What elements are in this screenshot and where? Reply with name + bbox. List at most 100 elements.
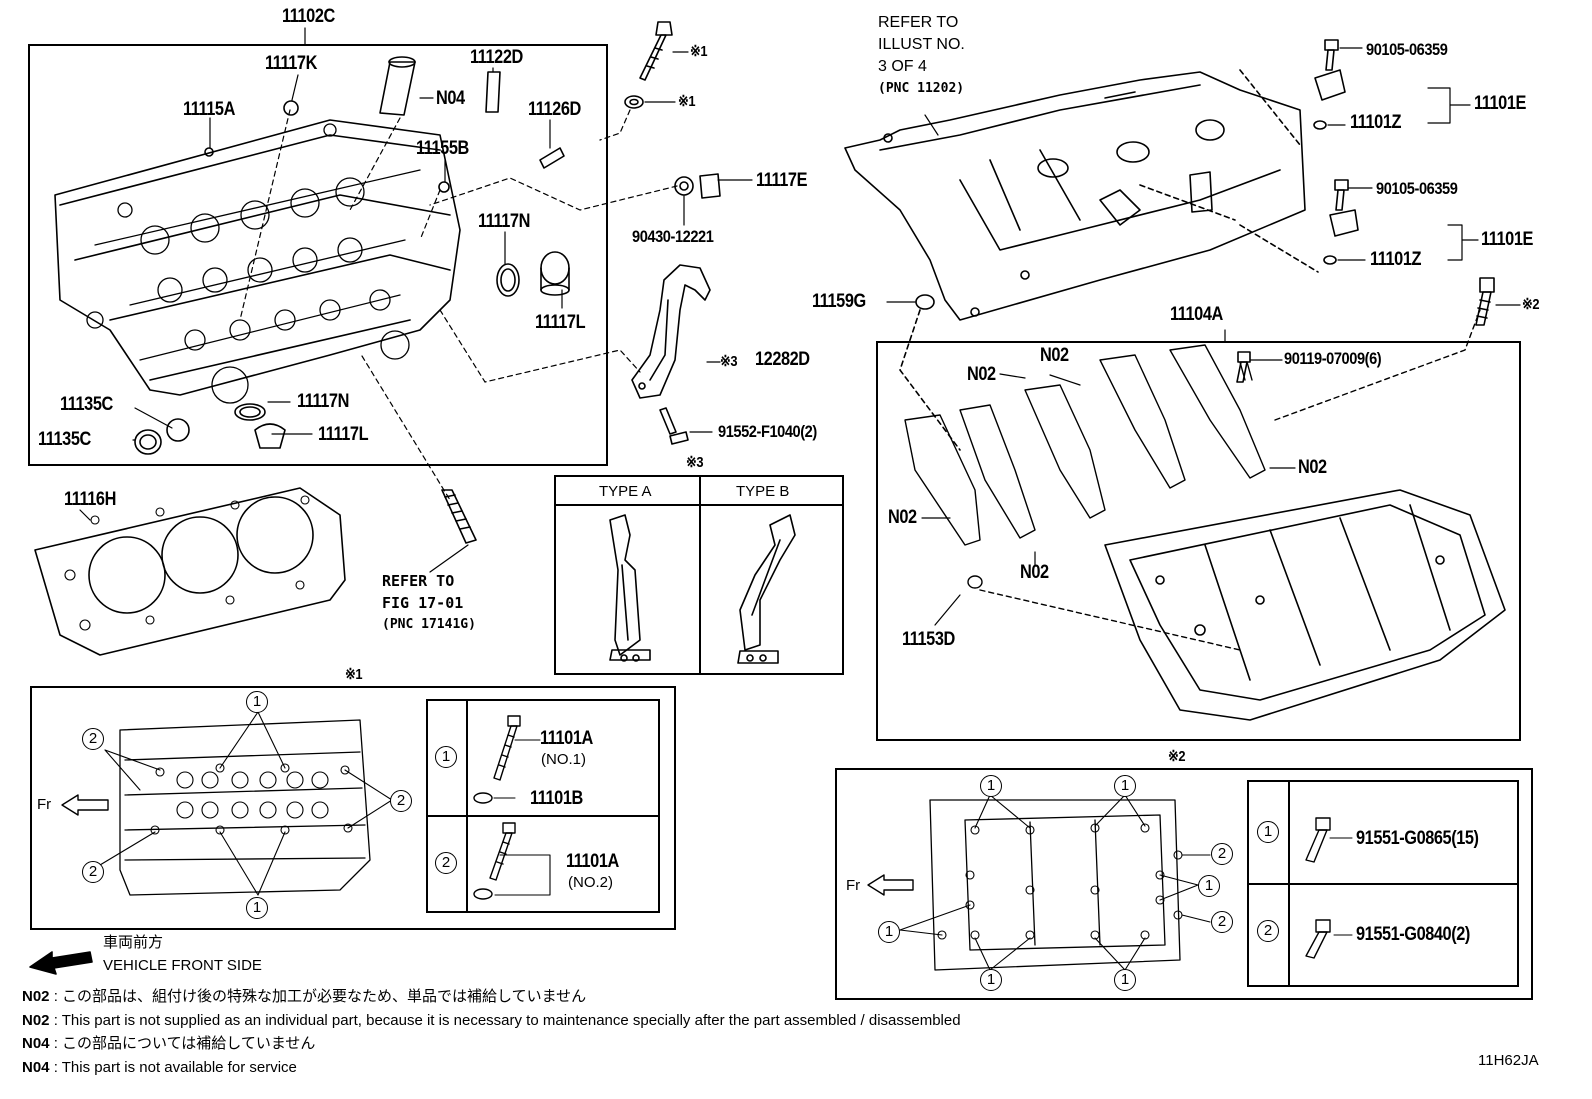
label-11117K: 11117K xyxy=(265,53,317,74)
cylinder-head-drawing xyxy=(54,119,461,404)
head-small-parts xyxy=(134,56,570,455)
part-11159G xyxy=(886,294,961,451)
label-11101Z-upper: 11101Z xyxy=(1350,112,1402,133)
detail1-fr-label: Fr xyxy=(37,796,52,813)
head-cover-drawing xyxy=(844,71,1306,321)
bolt-m1-top xyxy=(624,21,689,109)
detail2-fr-label: Fr xyxy=(846,877,861,894)
detail1-row1-part: 11101A xyxy=(540,728,593,749)
label-11101E-upper: 11101E xyxy=(1474,93,1526,114)
label-N02-bottom: N02 xyxy=(1020,562,1049,583)
detail2-callout-1-topleft: 1 xyxy=(980,775,1002,797)
label-11155B: 11155B xyxy=(416,138,469,159)
label-11116H: 11116H xyxy=(64,489,116,510)
label-11117N-upper: 11117N xyxy=(478,211,530,232)
plug-11117E xyxy=(674,173,753,226)
vehicle-front-label-en: VEHICLE FRONT SIDE xyxy=(103,957,262,974)
cylinder-head-group-box xyxy=(28,44,608,466)
label-N02-left: N02 xyxy=(888,507,917,528)
type-b-hook xyxy=(737,514,796,664)
label-N02-topleft: N02 xyxy=(967,364,996,385)
detail2-callout-2-upper: 2 xyxy=(1211,843,1233,865)
label-90105-06359-upper: 90105-06359 xyxy=(1366,40,1448,59)
detail2-callout-1-bottomleft: 1 xyxy=(980,969,1002,991)
note-n02-en: N02 : This part is not supplied as an in… xyxy=(22,1012,961,1029)
label-11159G: 11159G xyxy=(812,291,866,312)
detail1-callout-2-topleft: 2 xyxy=(82,728,104,750)
note-n02-jp: N02 : この部品は、組付け後の特殊な加工が必要なため、単品では補給していませ… xyxy=(22,988,587,1005)
vehicle-front-arrow xyxy=(29,951,93,975)
detail1-table-callout-2: 2 xyxy=(435,852,457,874)
detail1-callout-2-bottomleft: 2 xyxy=(82,861,104,883)
detail1-engine-drawing xyxy=(61,711,393,896)
mark-m2: ※2 xyxy=(1522,296,1540,313)
detail2-callout-2-lower: 2 xyxy=(1211,911,1233,933)
label-N02-right: N02 xyxy=(1298,457,1327,478)
detail1-row2-sub: (NO.2) xyxy=(568,874,613,891)
detail2-table-row xyxy=(1247,883,1519,885)
detail1-table-col xyxy=(466,699,468,913)
detail2-row2-part: 91551-G0840(2) xyxy=(1356,924,1470,945)
hook-type-divider xyxy=(699,475,701,675)
mark-m1-bolt: ※1 xyxy=(690,43,708,60)
detail2-callout-1-left: 1 xyxy=(878,921,900,943)
label-11115A: 11115A xyxy=(183,99,235,120)
label-N04: N04 xyxy=(436,88,465,109)
engine-hanger xyxy=(631,264,721,445)
type-b-label: TYPE B xyxy=(736,483,790,500)
label-11135C-lower: 11135C xyxy=(38,429,91,450)
label-90105-06359-lower: 90105-06359 xyxy=(1376,179,1458,198)
label-11117N-lower: 11117N xyxy=(297,391,349,412)
illustration-code: 11H62JA xyxy=(1478,1052,1539,1069)
head-gasket-drawing xyxy=(34,487,346,656)
detail1-callout-2-right: 2 xyxy=(390,790,412,812)
mark-m1-washer: ※1 xyxy=(678,93,696,110)
label-11102C: 11102C xyxy=(282,6,335,27)
detail1-table xyxy=(426,699,660,913)
stud-bolt xyxy=(429,489,477,573)
label-11122D: 11122D xyxy=(470,47,523,68)
detail2-callout-1-bottomright: 1 xyxy=(1114,969,1136,991)
detail2-frame-drawing xyxy=(867,794,1211,971)
detail2-bolts xyxy=(1305,817,1353,959)
detail1-row1-sub: (NO.1) xyxy=(541,751,586,768)
detail2-box xyxy=(835,768,1533,1000)
detail1-table-callout-1: 1 xyxy=(435,746,457,768)
detail1-box xyxy=(30,686,676,930)
detail1-bolts xyxy=(473,715,551,900)
type-a-label: TYPE A xyxy=(599,483,652,500)
label-11101E-lower: 11101E xyxy=(1481,229,1533,250)
label-12282D: 12282D xyxy=(755,349,810,370)
detail1-table-row xyxy=(426,815,660,817)
detail1-row1-washer: 11101B xyxy=(530,788,583,809)
label-11117L-upper: 11117L xyxy=(535,312,586,333)
label-90430-12221: 90430-12221 xyxy=(632,227,714,246)
label-11104A: 11104A xyxy=(1170,304,1223,325)
bearing-caps-drawing xyxy=(904,309,1481,651)
detail1-row2-part: 11101A xyxy=(566,851,619,872)
detail2-row1-part: 91551-G0865(15) xyxy=(1356,828,1479,849)
head-leader-lines xyxy=(132,27,678,501)
label-11135C-upper: 11135C xyxy=(60,394,113,415)
detail2-table-callout-2: 2 xyxy=(1257,920,1279,942)
label-11117L-lower: 11117L xyxy=(318,424,369,445)
cam-position-sensors xyxy=(1139,39,1479,273)
type-box-mark: ※3 xyxy=(686,454,704,471)
bolt-m2 xyxy=(1475,277,1521,326)
detail2-table-callout-1: 1 xyxy=(1257,821,1279,843)
label-11101Z-lower: 11101Z xyxy=(1370,249,1422,270)
vehicle-front-label-jp: 車両前方 xyxy=(103,934,164,951)
bearing-cap-group-box xyxy=(876,341,1521,741)
label-11153D: 11153D xyxy=(902,629,955,650)
detail2-callout-1-topright: 1 xyxy=(1114,775,1136,797)
detail1-callout-1-top: 1 xyxy=(246,691,268,713)
bolt-90119 xyxy=(1236,351,1251,383)
mark-m3: ※3 xyxy=(720,353,738,370)
label-90119-07009: 90119-07009(6) xyxy=(1284,349,1382,368)
label-11126D: 11126D xyxy=(528,99,581,120)
label-11117E: 11117E xyxy=(756,170,808,191)
detail2-title: ※2 xyxy=(1168,748,1186,765)
